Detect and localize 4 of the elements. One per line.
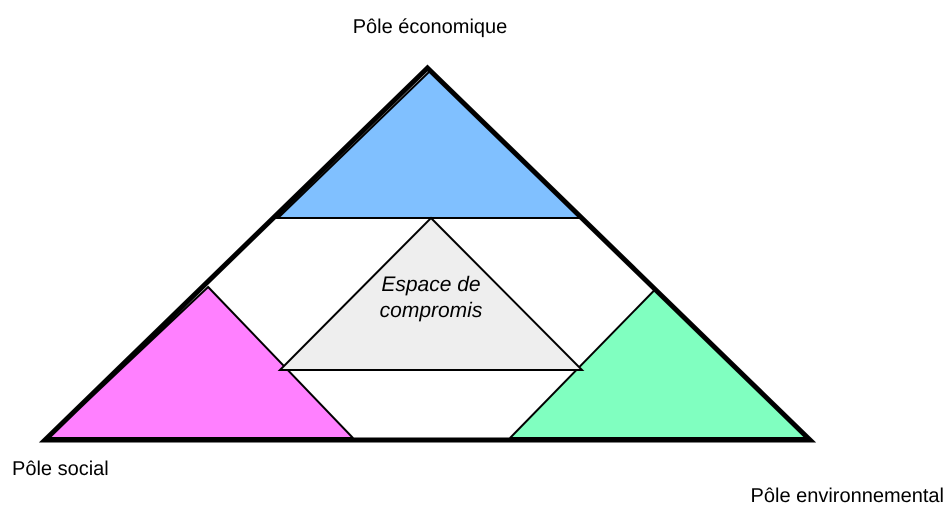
triangle-label: Espace de compromis [378, 272, 484, 324]
pole-label: Pôle environnemental [750, 485, 944, 508]
pole-label: Pôle économique [352, 16, 508, 39]
pole-label: Pôle social [12, 458, 109, 481]
